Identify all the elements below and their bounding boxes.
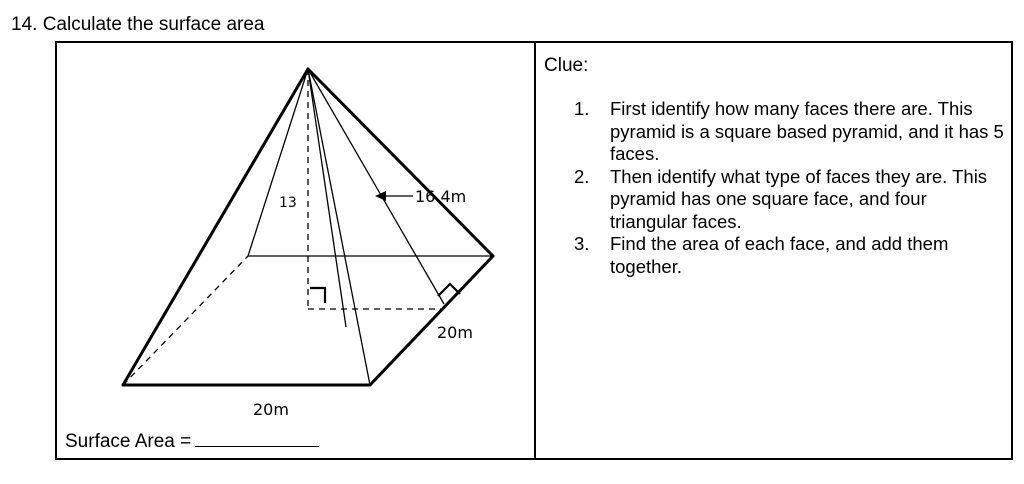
edge-apex-back-left (247, 68, 309, 257)
slant-height-label: 16.4m (415, 187, 466, 206)
clue-list: 1. First identify how many faces there a… (544, 98, 1006, 278)
side-length-label-bottom: 20m (253, 400, 289, 419)
clue-item: 1. First identify how many faces there a… (544, 98, 1006, 166)
right-angle-marker-center (310, 286, 327, 303)
clue-cell: Clue: 1. First identify how many faces t… (536, 43, 1011, 458)
hidden-edge-base-left (122, 255, 249, 386)
column-divider (534, 43, 536, 458)
surface-area-label: Surface Area = (65, 431, 192, 452)
worksheet-table: 13 16.4m 20m 20m Surface Area = Clue: 1.… (55, 41, 1013, 460)
diagram-cell: 13 16.4m 20m 20m Surface Area = (57, 43, 534, 458)
edge-apex-front-right (307, 68, 371, 386)
height-label: 13 (279, 195, 297, 211)
side-length-label-right: 20m (437, 323, 473, 342)
edge-apex-back-right (306, 67, 495, 258)
pyramid-diagram: 13 16.4m 20m 20m (121, 67, 495, 419)
clue-item-text: Then identify what type of faces they ar… (610, 165, 988, 232)
clue-item-number: 3. (574, 233, 590, 254)
question-title: 14. Calculate the surface area (11, 14, 265, 35)
right-angle-marker-slant (437, 282, 461, 297)
edge-base-right (368, 254, 495, 387)
slant-height-line (307, 68, 445, 305)
clue-item: 2. Then identify what type of faces they… (544, 166, 1006, 234)
answer-blank[interactable] (195, 430, 320, 447)
edge-apex-front-left (121, 67, 310, 387)
clue-item-text: Find the area of each face, and add them… (610, 233, 949, 277)
arrow-head-icon (375, 191, 386, 201)
line-apex-to-center-chord (307, 68, 347, 328)
clue-item: 3. Find the area of each face, and add t… (544, 233, 1006, 278)
clue-item-number: 1. (574, 98, 590, 119)
surface-area-answer: Surface Area = (65, 430, 320, 453)
clue-heading: Clue: (544, 55, 589, 76)
clue-item-number: 2. (574, 165, 590, 187)
clue-item-text: First identify how many faces there are.… (610, 98, 1004, 164)
